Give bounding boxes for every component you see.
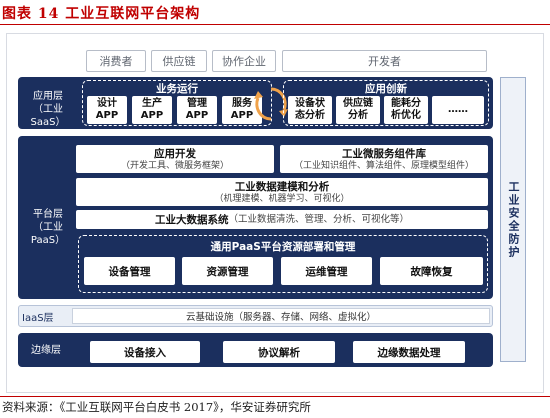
resource-ops-mgmt: 运维管理: [281, 257, 372, 285]
source-rule: [0, 396, 550, 397]
innovation-app-more: ……: [432, 96, 484, 124]
user-supply-chain: 供应链: [151, 50, 207, 72]
edge-device-access: 设备接入: [90, 341, 200, 363]
resource-resource-mgmt: 资源管理: [182, 257, 273, 285]
business-app-production: 生产 APP: [132, 96, 172, 124]
edge-protocol-parsing: 协议解析: [223, 341, 335, 363]
saas-layer-label: 应用层 （工业SaaS）: [30, 91, 66, 128]
edge-data-processing: 边缘数据处理: [353, 341, 465, 363]
resource-fault-recovery: 故障恢复: [380, 257, 483, 285]
resource-device-mgmt: 设备管理: [84, 257, 175, 285]
app-development: 应用开发 （开发工具、微服务框架）: [76, 145, 274, 173]
business-group: [82, 80, 272, 126]
iaas-content: 云基础设施（服务器、存储、网络、虚拟化）: [72, 308, 490, 324]
paas-layer-label: 平台层 （工业PaaS）: [30, 209, 66, 246]
cycle-arrows-icon: [254, 87, 288, 121]
title-rule: [0, 24, 550, 25]
resource-title: 通用PaaS平台资源部署和管理: [210, 241, 356, 253]
microservice-library: 工业微服务组件库 （工业知识组件、算法组件、原理模型组件）: [280, 145, 488, 173]
business-app-management: 管理 APP: [177, 96, 217, 124]
innovation-app-equipment: 设备状 态分析: [288, 96, 332, 124]
security-column: 工业安全防护: [500, 77, 526, 362]
user-partner: 协作企业: [212, 50, 276, 72]
innovation-title: 应用创新: [365, 83, 407, 95]
data-modeling: 工业数据建模和分析 （机理建模、机器学习、可视化）: [76, 178, 488, 206]
innovation-app-energy: 能耗分 析优化: [384, 96, 428, 124]
resource-group: [78, 235, 488, 293]
user-consumer: 消费者: [86, 50, 146, 72]
user-developer: 开发者: [282, 50, 487, 72]
iaas-label: IaaS层: [22, 313, 54, 324]
innovation-app-supply: 供应链 分析: [336, 96, 380, 124]
business-title: 业务运行: [156, 83, 198, 95]
figure-title: 图表 14 工业互联网平台架构: [2, 6, 201, 22]
business-app-design: 设计 APP: [87, 96, 127, 124]
bigdata-system: 工业大数据系统 （工业数据清洗、管理、分析、可视化等）: [76, 210, 488, 229]
business-app-service: 服务 APP: [222, 96, 262, 124]
edge-label: 边缘层: [31, 345, 61, 356]
figure-source: 资料来源：《工业互联网平台白皮书 2017》，华安证券研究所: [2, 400, 311, 414]
innovation-group: [283, 80, 489, 126]
